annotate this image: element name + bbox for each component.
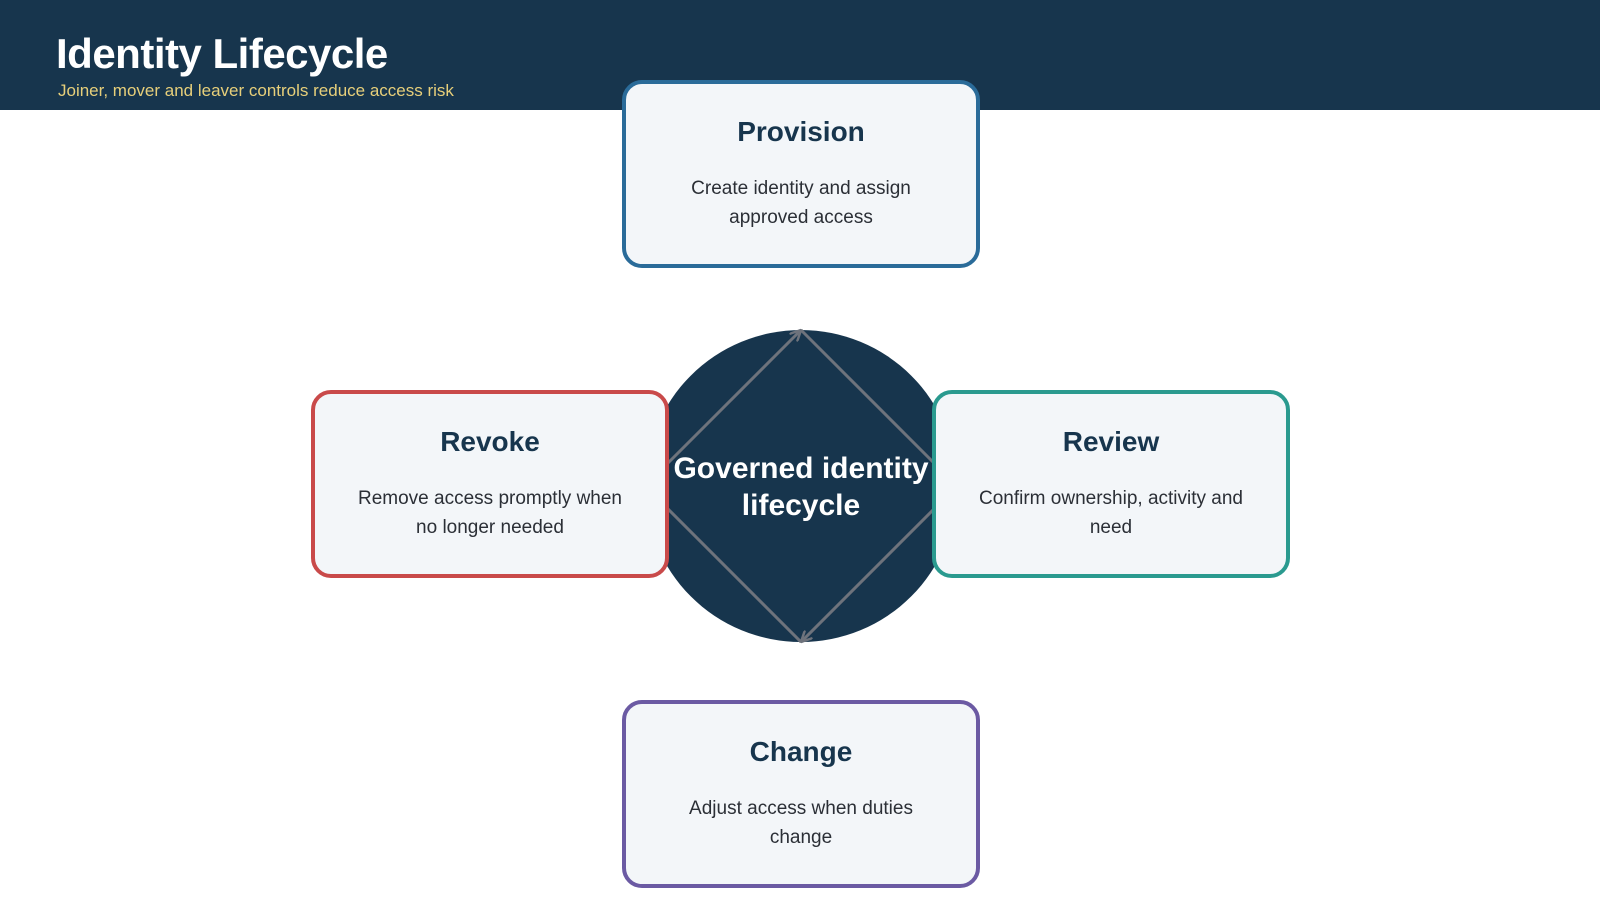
stage-card-provision: Provision Create identity and assign app… xyxy=(622,80,980,268)
stage-description: Remove access promptly when no longer ne… xyxy=(358,488,622,538)
hub-label: Governed identity lifecycle xyxy=(673,452,929,522)
connector-provision-to-review xyxy=(799,328,957,486)
stage-description: Confirm ownership, activity and need xyxy=(979,488,1243,538)
connector-change-to-revoke xyxy=(645,486,803,644)
stage-title: Revoke xyxy=(440,426,540,457)
stage-title: Review xyxy=(1062,426,1160,457)
stage-title: Provision xyxy=(737,116,865,147)
stage-card-review: Review Confirm ownership, activity and n… xyxy=(932,390,1290,578)
stage-title: Change xyxy=(749,736,853,767)
connector-review-to-change xyxy=(801,484,959,642)
stage-card-revoke: Revoke Remove access promptly when no lo… xyxy=(311,390,669,578)
stage-description: Adjust access when duties change xyxy=(689,798,913,848)
hub-circle xyxy=(645,330,957,642)
stage-description: Create identity and assign approved acce… xyxy=(691,178,911,228)
page-subtitle: Joiner, mover and leaver controls reduce… xyxy=(58,81,454,100)
page-title: Identity Lifecycle xyxy=(56,30,388,77)
connector-revoke-to-provision xyxy=(643,330,801,488)
stage-card-change: Change Adjust access when duties change xyxy=(622,700,980,888)
